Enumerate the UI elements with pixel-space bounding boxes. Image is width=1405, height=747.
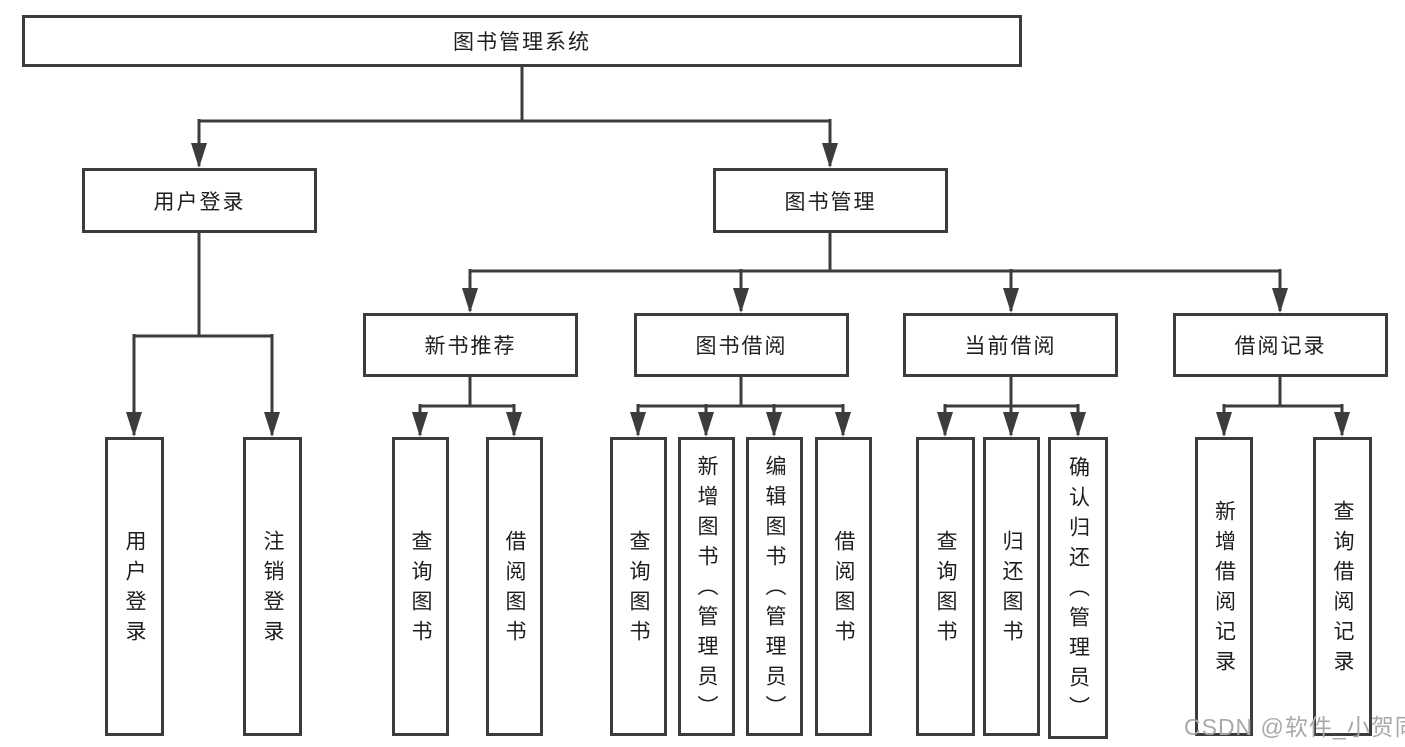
- box-book-borrowing: 图书借阅: [634, 313, 849, 377]
- arrow-icon: [1272, 288, 1288, 313]
- arrow-icon: [766, 412, 782, 437]
- box-leaf-user-login: 用户登录: [105, 437, 164, 736]
- box-leaf-borrow-books-recommend: 借阅图书: [486, 437, 543, 736]
- box-leaf-query-books-recommend: 查询图书: [392, 437, 449, 736]
- box-leaf-query-books-borrowing: 查询图书: [610, 437, 667, 736]
- box-leaf-query-books-current: 查询图书: [916, 437, 975, 736]
- box-book-management: 图书管理: [713, 168, 948, 233]
- box-leaf-return-books: 归还图书: [983, 437, 1040, 736]
- arrow-icon: [698, 412, 714, 437]
- arrow-icon: [822, 143, 838, 168]
- arrow-icon: [506, 412, 522, 437]
- box-user-login: 用户登录: [82, 168, 317, 233]
- box-leaf-query-borrow-record: 查询借阅记录: [1313, 437, 1372, 736]
- arrow-icon: [264, 412, 280, 437]
- arrow-icon: [126, 412, 142, 437]
- box-leaf-borrow-books: 借阅图书: [815, 437, 872, 736]
- arrow-icon: [835, 412, 851, 437]
- box-leaf-add-books-admin: 新增图书（管理员）: [678, 437, 735, 736]
- box-system-root: 图书管理系统: [22, 15, 1022, 67]
- box-new-book-recommend: 新书推荐: [363, 313, 578, 377]
- arrow-icon: [733, 288, 749, 313]
- arrow-icon: [462, 288, 478, 313]
- box-current-borrowing: 当前借阅: [903, 313, 1118, 377]
- arrow-icon: [1216, 412, 1232, 437]
- arrow-icon: [1003, 412, 1019, 437]
- arrow-icon: [191, 143, 207, 168]
- watermark: CSDN @软件_小贺同学: [1184, 714, 1405, 740]
- box-leaf-add-borrow-record: 新增借阅记录: [1195, 437, 1253, 736]
- connector-lines: [132, 66, 1344, 435]
- arrow-icon: [412, 412, 428, 437]
- arrowheads: [126, 143, 1350, 437]
- box-leaf-edit-books-admin: 编辑图书（管理员）: [746, 437, 803, 736]
- arrow-icon: [1070, 412, 1086, 437]
- box-borrowing-records: 借阅记录: [1173, 313, 1388, 377]
- arrow-icon: [937, 412, 953, 437]
- arrow-icon: [1003, 288, 1019, 313]
- box-leaf-logout: 注销登录: [243, 437, 302, 736]
- box-leaf-confirm-return-admin: 确认归还（管理员）: [1048, 437, 1108, 739]
- arrow-icon: [630, 412, 646, 437]
- arrow-icon: [1334, 412, 1350, 437]
